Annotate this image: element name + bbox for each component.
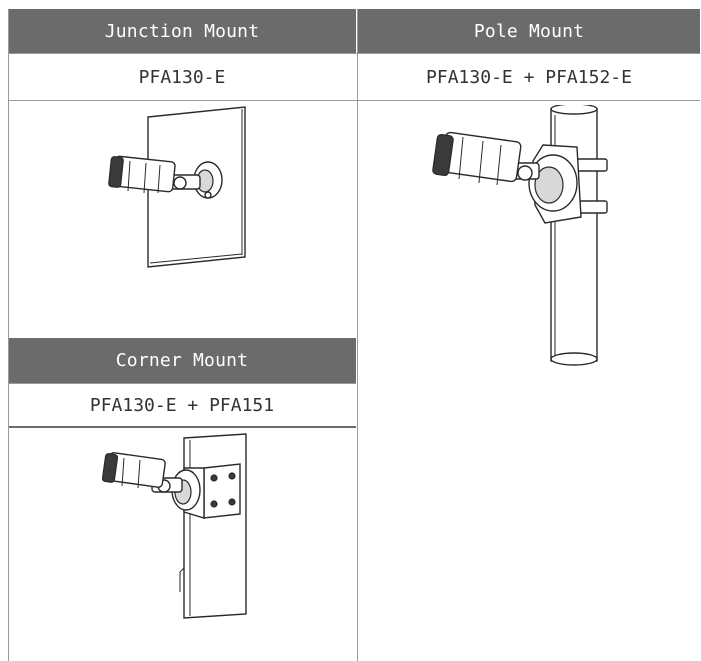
junction-mount-model: PFA130-E (8, 54, 356, 100)
divider (8, 383, 356, 384)
pole-mount-model-label: PFA130-E + PFA152-E (426, 66, 632, 88)
divider (8, 9, 9, 661)
pole-mount-header-label: Pole Mount (473, 20, 585, 42)
junction-mount-model-label: PFA130-E (138, 66, 226, 88)
divider (8, 426, 356, 428)
divider (357, 9, 358, 661)
pole-mount-header: Pole Mount (358, 9, 700, 53)
corner-mount-header-label: Corner Mount (115, 350, 249, 371)
divider (8, 53, 700, 54)
camera-pole-mount-icon (425, 103, 625, 370)
junction-mount-header: Junction Mount (8, 9, 356, 53)
corner-mount-header: Corner Mount (8, 338, 356, 383)
divider (8, 100, 700, 101)
camera-corner-mount-icon (100, 432, 260, 622)
camera-junction-mount-icon (100, 105, 260, 270)
corner-mount-model-label: PFA130-E + PFA151 (89, 394, 275, 416)
junction-mount-header-label: Junction Mount (104, 20, 260, 42)
corner-mount-model: PFA130-E + PFA151 (8, 384, 356, 426)
pole-mount-model: PFA130-E + PFA152-E (358, 54, 700, 100)
